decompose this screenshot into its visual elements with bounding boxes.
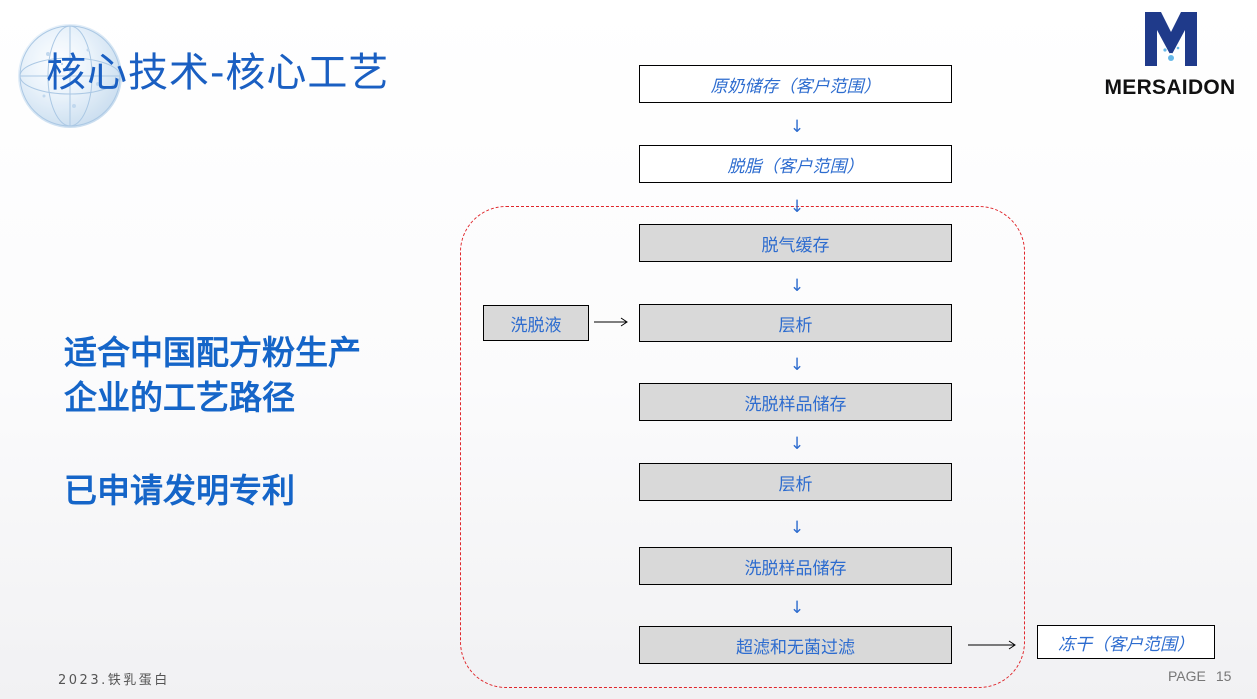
flow-step-eluate-storage: 洗脱样品储存 [639, 547, 952, 585]
right-arrow-icon [968, 640, 1016, 650]
logo-wordmark: MERSAIDON [1104, 76, 1236, 99]
process-scope-boundary [460, 206, 1025, 688]
down-arrow-icon: ↓ [789, 197, 805, 217]
globe-decoration [18, 24, 122, 128]
flow-step-degassing-buffer: 脱气缓存 [639, 224, 952, 262]
page-label: PAGE [1168, 668, 1206, 684]
flow-step-filtration: 超滤和无菌过滤 [639, 626, 952, 664]
headline-line: 企业的工艺路径 [64, 378, 295, 417]
eluent-input-box: 洗脱液 [483, 305, 589, 341]
headline-line: 适合中国配方粉生产 [64, 333, 361, 372]
flow-step-chromatography: 层析 [639, 463, 952, 501]
brand-logo: MERSAIDON [1096, 12, 1244, 100]
page-indicator: PAGE 15 [1168, 668, 1231, 684]
flow-output-freeze-drying: 冻干（客户范围） [1037, 625, 1215, 659]
page-number: 15 [1215, 668, 1232, 684]
page-title: 核心技术-核心工艺 [46, 50, 390, 96]
right-arrow-icon [594, 317, 628, 327]
flow-step-chromatography: 层析 [639, 304, 952, 342]
down-arrow-icon: ↓ [789, 355, 805, 375]
footer-caption: 2023.铁乳蛋白 [58, 673, 170, 688]
headline: 适合中国配方粉生产 企业的工艺路径 [64, 330, 361, 420]
globe-icon [19, 25, 121, 127]
logo-mark-icon [1145, 12, 1197, 66]
down-arrow-icon: ↓ [789, 518, 805, 538]
down-arrow-icon: ↓ [789, 117, 805, 137]
down-arrow-icon: ↓ [789, 598, 805, 618]
flow-step-raw-milk-storage: 原奶储存（客户范围） [639, 65, 952, 103]
flow-step-skimming: 脱脂（客户范围） [639, 145, 952, 183]
patent-statement: 已申请发明专利 [64, 471, 295, 510]
flow-step-eluate-storage: 洗脱样品储存 [639, 383, 952, 421]
down-arrow-icon: ↓ [789, 276, 805, 296]
down-arrow-icon: ↓ [789, 434, 805, 454]
